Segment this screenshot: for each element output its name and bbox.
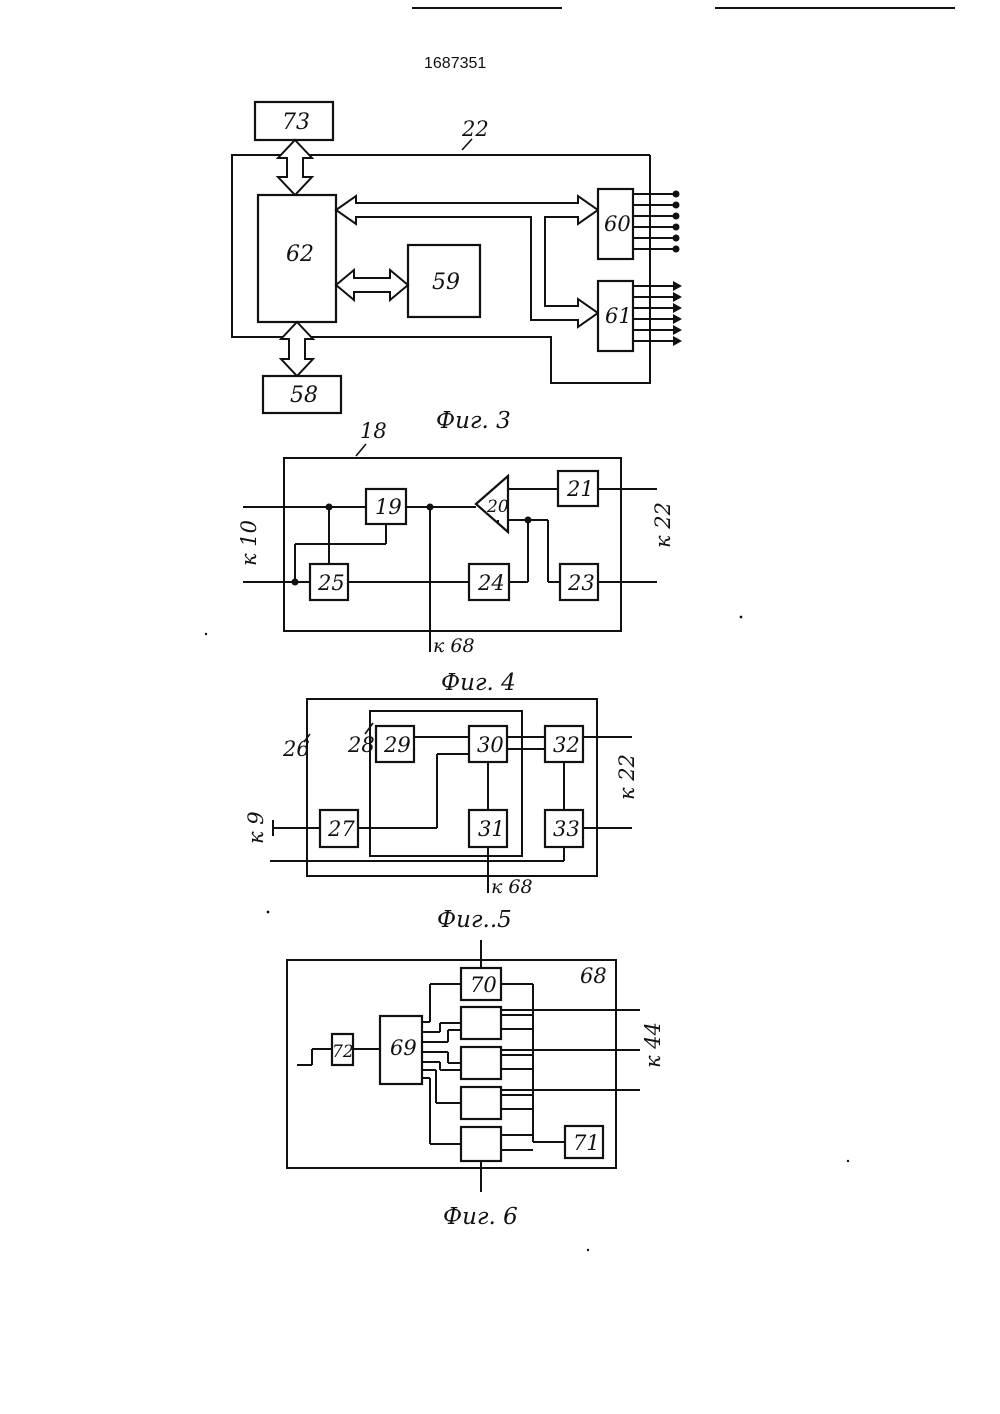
fig3-block-61-label: 61 (605, 304, 632, 328)
fig6-block-unlabeled-2 (461, 1047, 501, 1079)
document-number: 1687351 (424, 55, 486, 72)
fig5-block-29-label: 29 (383, 733, 411, 757)
fig5-caption: Фиг..5 (437, 907, 512, 933)
fig6-ref-68: 68 (580, 964, 607, 988)
fig6-caption: Фиг. 6 (443, 1204, 518, 1230)
fig3-bus-arrow-62-58 (281, 322, 313, 376)
fig5-label-k9: к 9 (244, 811, 268, 844)
fig4-ref-18: 18 (360, 419, 387, 443)
fig5-block-30-label: 30 (477, 733, 504, 757)
fig6-block-70-label: 70 (470, 973, 497, 997)
fig3-block-59-label: 59 (432, 270, 460, 295)
fig5-label-k68: к 68 (491, 876, 533, 898)
fig6-block-69-label: 69 (390, 1036, 417, 1060)
fig5-block-31-label: 31 (478, 817, 505, 841)
fig3-bus-arrow-62-59 (336, 270, 408, 300)
fig4-block-24-label: 24 (477, 571, 505, 595)
fig6-label-k44: к 44 (641, 1022, 665, 1068)
figure-4: 18 19 20 21 25 24 23 (237, 419, 675, 696)
fig4-block-20-label: 20 (486, 497, 509, 517)
figure-3: 22 73 62 58 59 60 61 (232, 102, 682, 434)
fig4-ref18-pointer (356, 444, 366, 456)
fig4-label-k68: к 68 (433, 635, 475, 657)
scan-specks (205, 616, 849, 1252)
fig5-block-33-label: 33 (553, 817, 580, 841)
fig6-block-unlabeled-1 (461, 1007, 501, 1039)
fig3-block-60-outputs (633, 191, 680, 253)
fig5-block-27-label: 27 (327, 817, 355, 841)
fig3-ref-22: 22 (461, 117, 489, 141)
fig4-label-k22: к 22 (651, 502, 675, 548)
fig3-caption: Фиг. 3 (436, 408, 511, 434)
fig5-ref-26: 26 (282, 737, 310, 761)
fig6-block-unlabeled-4 (461, 1127, 501, 1161)
fig4-block-19-label: 19 (375, 495, 402, 519)
fig5-ref-28: 28 (347, 733, 375, 757)
fig4-block-21-label: 21 (566, 477, 594, 501)
fig3-block-60-label: 60 (604, 212, 631, 236)
fig6-block-unlabeled-3 (461, 1087, 501, 1119)
fig3-block-73-label: 73 (282, 110, 310, 135)
fig4-block-23-label: 23 (567, 571, 595, 595)
fig3-block-61-outputs (633, 281, 682, 346)
fig6-block-72-label: 72 (332, 1042, 354, 1062)
fig6-block-71-label: 71 (573, 1131, 600, 1155)
figure-5: 26 28 29 30 32 27 31 33 (244, 699, 639, 933)
fig3-bus-arrow-73-62 (278, 140, 312, 195)
fig4-label-k10: к 10 (237, 520, 261, 566)
fig3-block-62-label: 62 (286, 242, 314, 267)
fig4-caption: Фиг. 4 (441, 670, 516, 696)
fig4-block-25-label: 25 (317, 571, 345, 595)
fig5-label-k22: к 22 (615, 754, 639, 800)
fig3-block-58-label: 58 (290, 383, 318, 408)
figure-6: 68 70 69 72 71 (287, 940, 665, 1230)
fig5-block-32-label: 32 (553, 733, 580, 757)
